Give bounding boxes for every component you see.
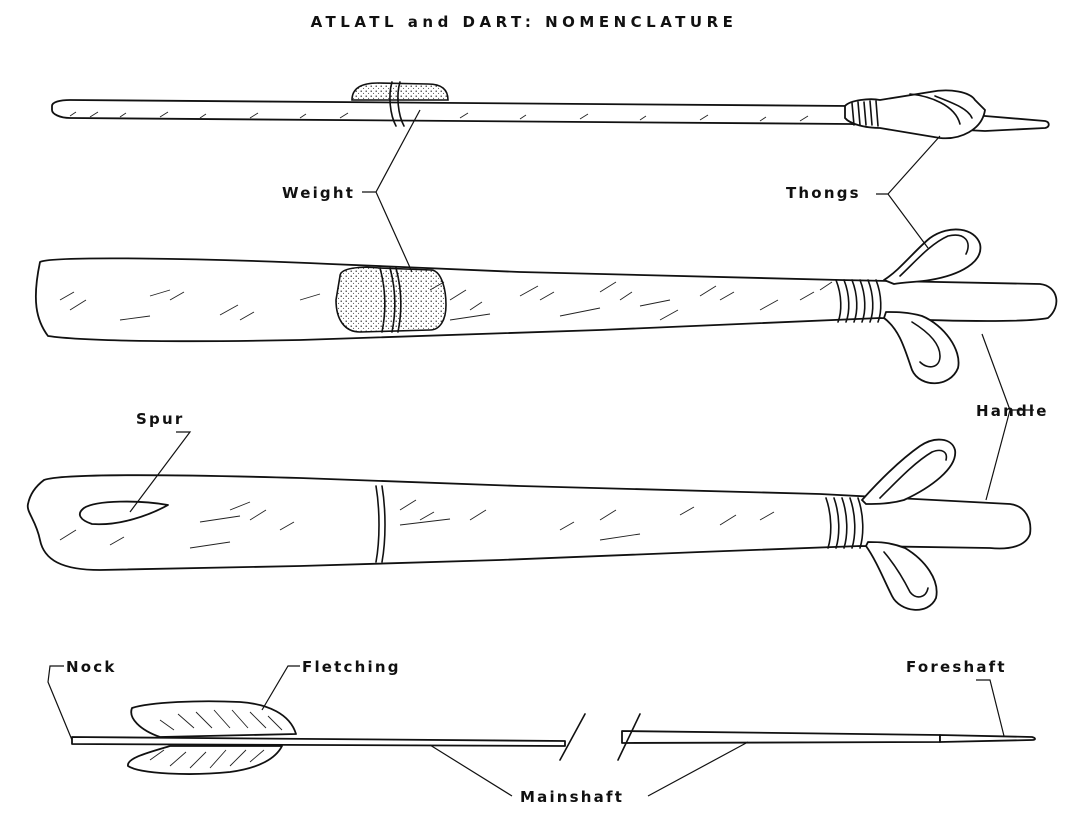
label-nock: Nock <box>66 658 117 676</box>
label-thongs: Thongs <box>786 184 861 202</box>
label-foreshaft: Foreshaft <box>906 658 1007 676</box>
label-handle: Handle <box>976 402 1049 420</box>
diagram-title: ATLATL and DART: NOMENCLATURE <box>311 13 738 31</box>
label-weight: Weight <box>282 184 355 202</box>
leader-lines <box>48 110 1034 796</box>
dart <box>72 701 1035 774</box>
label-mainshaft: Mainshaft <box>520 788 624 806</box>
label-fletching: Fletching <box>302 658 401 676</box>
atlatl-side-view <box>52 82 1049 138</box>
weight-side <box>352 83 448 100</box>
label-spur: Spur <box>136 410 184 428</box>
atlatl-weighted-view <box>36 229 1057 383</box>
fletching-lower-vane <box>128 746 282 774</box>
weight-stone <box>336 267 446 332</box>
atlatl-spur-view <box>28 440 1031 610</box>
